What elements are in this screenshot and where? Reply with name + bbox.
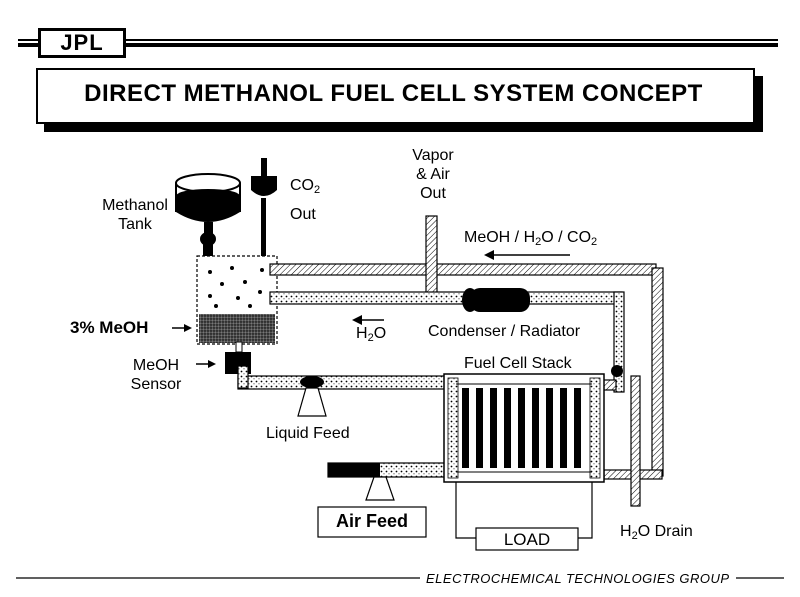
flow-arrow-top — [484, 250, 570, 260]
flow-arrow-h2o — [352, 315, 384, 325]
label-air-feed: Air Feed — [335, 511, 409, 531]
label-meoh-sensor: MeOH Sensor — [116, 356, 196, 394]
footer-group-name: ELECTROCHEMICAL TECHNOLOGIES GROUP — [420, 571, 736, 586]
label-text: O Drain — [637, 523, 693, 540]
co2-vent — [251, 158, 277, 258]
label-sub: 2 — [591, 236, 598, 248]
label-sub: 2 — [631, 530, 638, 542]
jpl-logo: JPL — [38, 28, 126, 58]
pointer-sensor — [196, 360, 216, 368]
methanol-tank — [175, 173, 241, 264]
label-text: MeOH / H — [464, 229, 536, 246]
load-box — [475, 527, 579, 551]
label-line: CO2 — [290, 176, 320, 200]
label-line: MeOH — [132, 357, 180, 374]
piping — [237, 215, 664, 507]
title-frame — [36, 68, 755, 124]
condenser-radiator — [462, 288, 530, 312]
liquid-feed-pump — [297, 376, 327, 417]
header-rule — [18, 39, 778, 47]
load-wiring — [455, 482, 593, 539]
label-sub: 2 — [535, 236, 542, 248]
label-text: O — [373, 325, 387, 342]
label-text: H — [620, 523, 632, 540]
mixing-tank — [196, 255, 278, 345]
label-sub: 2 — [367, 332, 374, 344]
label-fuel-cell-stack: Fuel Cell Stack — [460, 354, 576, 373]
label-line: Sensor — [130, 376, 182, 393]
pointer-3pct — [172, 324, 192, 332]
page-title: DIRECT METHANOL FUEL CELL SYSTEM CONCEPT — [84, 80, 703, 107]
label-text: CO — [290, 177, 314, 194]
label-vapor-air-out: Vapor & Air Out — [398, 146, 468, 203]
label-line: & Air — [416, 166, 450, 183]
air-inlet-bar — [328, 463, 380, 477]
air-feed-box — [317, 506, 427, 538]
label-methanol-tank: Methanol Tank — [90, 196, 180, 234]
label-line: Methanol — [102, 197, 168, 214]
label-text: H — [356, 325, 368, 342]
label-line: Out — [420, 185, 446, 202]
fuel-cell-stack — [443, 373, 605, 483]
label-line: Tank — [118, 216, 152, 233]
label-h2o-drain: H2O Drain — [620, 522, 693, 546]
label-meoh-h2o-co2: MeOH / H2O / CO2 — [464, 228, 597, 252]
label-co2-out: CO2 Out — [290, 176, 320, 224]
label-sub: 2 — [314, 184, 321, 196]
label-line: Vapor — [412, 147, 454, 164]
label-3pct-meoh: 3% MeOH — [70, 318, 149, 337]
pump-dot — [611, 365, 623, 377]
label-liquid-feed: Liquid Feed — [266, 425, 350, 442]
label-line: Out — [290, 206, 316, 223]
air-feed-blower — [365, 476, 395, 501]
label-text: O / CO — [541, 229, 592, 246]
label-load: LOAD — [503, 530, 551, 549]
label-condenser-radiator: Condenser / Radiator — [428, 323, 581, 340]
label-h2o: H2O — [356, 324, 386, 348]
